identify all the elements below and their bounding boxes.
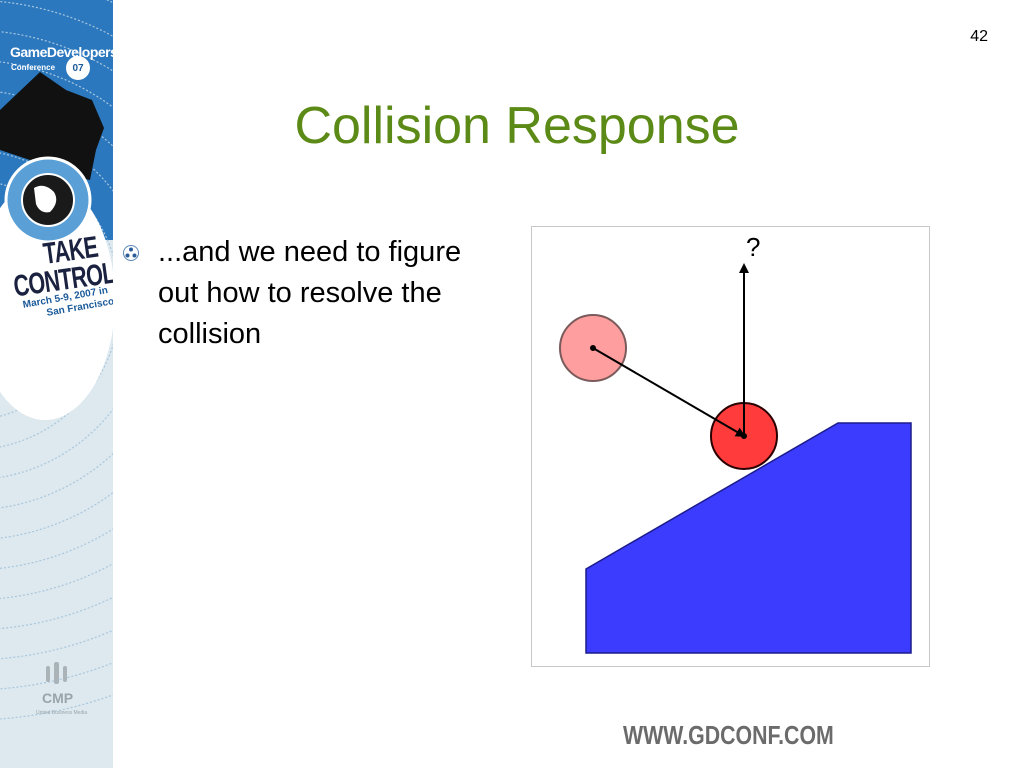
ball-center-dot (741, 433, 747, 439)
sidebar-decoration (0, 0, 113, 720)
ground-slope-shape (585, 422, 912, 654)
cmp-logo-icon (46, 662, 67, 684)
bullet-item: ...and we need to figure out how to reso… (122, 232, 472, 355)
unknown-response-label: ? (746, 232, 760, 262)
motion-vector-arrow (592, 347, 746, 438)
collision-diagram: ? (531, 226, 930, 667)
bullet-icon (123, 245, 139, 261)
sponsor-subtitle: United Business Media (36, 710, 88, 716)
logo-game-developers: GameDevelopers (10, 44, 113, 60)
footer-url: WWW.GDCONF.COM (623, 720, 834, 750)
slide-title: Collision Response (294, 97, 740, 155)
previous-ball-center-dot (590, 345, 596, 351)
logo-year-badge: 07 (66, 56, 90, 80)
bullet-text: ...and we need to figure out how to reso… (158, 236, 462, 350)
bullet-list: ...and we need to figure out how to reso… (122, 232, 472, 355)
sidebar-white-glow (0, 180, 113, 420)
slide-number: 42 (970, 28, 988, 45)
collision-diagram-svg: ? (559, 232, 912, 654)
hand-icon (0, 72, 104, 180)
sidebar: GameDevelopers Conference 07 TAKE CONTRO… (0, 0, 113, 768)
sponsor-name: CMP (42, 690, 74, 706)
logo-conference: Conference (11, 63, 56, 72)
